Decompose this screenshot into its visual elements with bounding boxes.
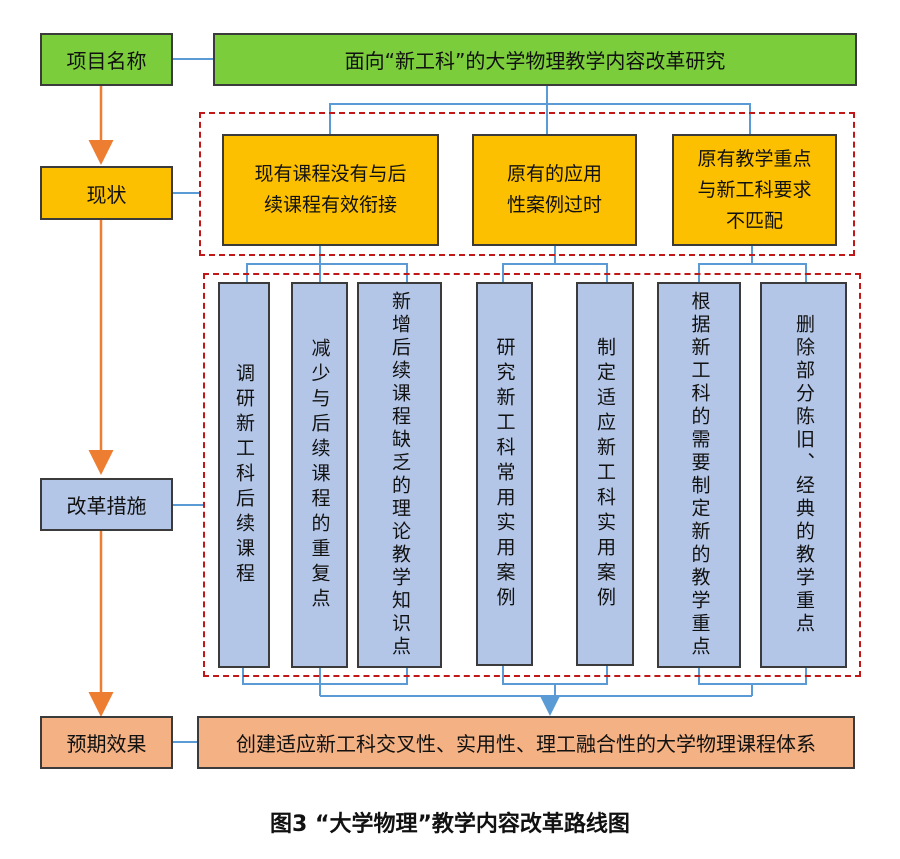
measure-box-5: 制定适应新工科实用案例 [576,282,634,666]
status-group-border [199,112,855,256]
measure-box-7: 删除部分陈旧、经典的教学重点 [760,282,847,668]
label-expected: 预期效果 [40,716,173,769]
measure-box-1: 调研新工科后续课程 [218,282,270,668]
label-status: 现状 [40,166,173,220]
status-box-1: 现有课程没有与后续课程有效衔接 [222,134,439,246]
expected-result-box: 创建适应新工科交叉性、实用性、理工融合性的大学物理课程体系 [197,716,855,769]
project-title-box: 面向“新工科”的大学物理教学内容改革研究 [213,33,857,86]
measure-box-2: 减少与后续课程的重复点 [291,282,348,668]
measures-group-border [203,273,861,677]
status-box-3: 原有教学重点与新工科要求不匹配 [672,134,837,246]
measure-box-6: 根据新工科的需要制定新的教学重点 [657,282,741,668]
label-project-name: 项目名称 [40,33,173,86]
label-measures: 改革措施 [40,478,173,531]
measure-box-4: 研究新工科常用实用案例 [476,282,533,666]
status-box-2: 原有的应用性案例过时 [472,134,637,246]
figure-caption: 图3 “大学物理”教学内容改革路线图 [270,812,630,837]
measure-box-3: 新增后续课程缺乏的理论教学知识点 [357,282,442,668]
